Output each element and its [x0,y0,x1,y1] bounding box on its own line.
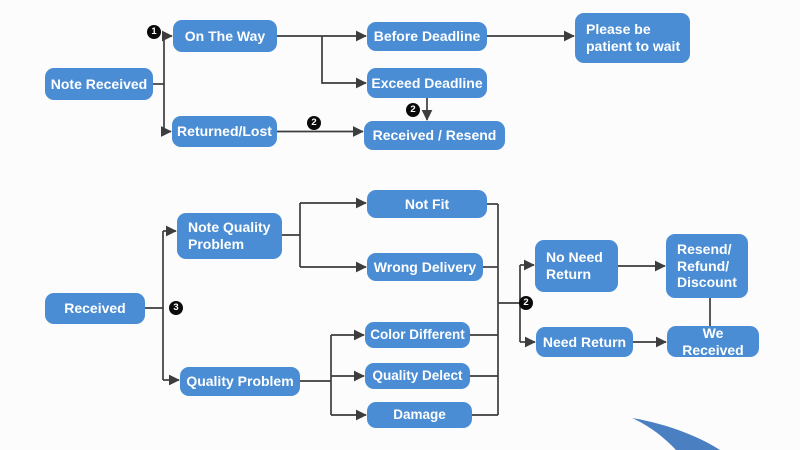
node-note-received: Note Received [45,68,153,100]
node-please-be-patient: Please be patient to wait [575,13,690,63]
step-marker-2-exceed: 2 [406,103,420,117]
node-exceed-deadline: Exceed Deadline [367,68,487,98]
node-before-deadline: Before Deadline [367,22,487,51]
node-quality-problem: Quality Problem [180,367,300,396]
node-note-quality-problem: Note Quality Problem [177,213,282,259]
node-received: Received [45,293,145,324]
node-need-return: Need Return [536,327,633,357]
swoosh-decoration [632,418,720,450]
step-marker-1: 1 [147,25,161,39]
step-marker-2-returned: 2 [307,116,321,130]
step-marker-3: 3 [169,301,183,315]
node-resend-refund-discount: Resend/ Refund/ Discount [666,234,748,298]
node-on-the-way: On The Way [173,20,277,52]
node-quality-delect: Quality Delect [365,363,470,389]
node-wrong-delivery: Wrong Delivery [367,253,483,281]
node-damage: Damage [367,402,472,428]
node-not-fit: Not Fit [367,190,487,218]
node-received-resend: Received / Resend [364,121,505,150]
node-no-need-return: No Need Return [535,240,618,292]
node-returned-lost: Returned/Lost [172,116,277,147]
step-marker-2-return-branch: 2 [519,296,533,310]
node-color-different: Color Different [365,322,470,348]
node-we-received: We Received [667,325,759,358]
